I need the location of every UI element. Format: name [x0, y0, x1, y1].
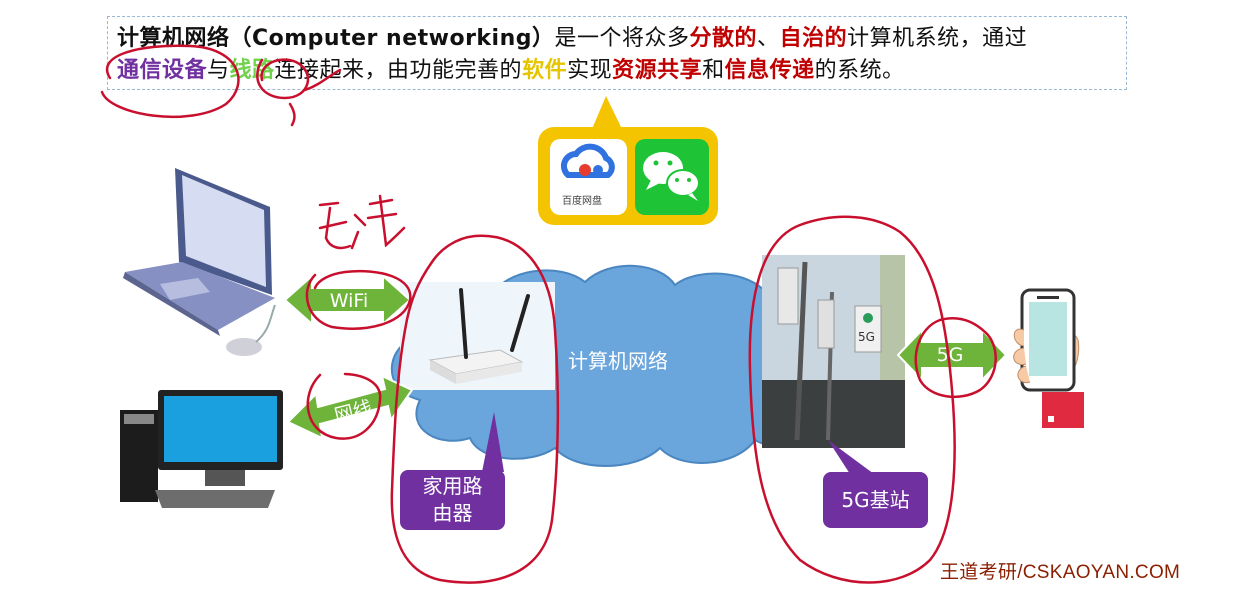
keyword-distributed: 分散的 [689, 26, 758, 51]
desktop-computer-icon [120, 390, 283, 508]
router-callout-pointer [482, 412, 504, 472]
basestation-label: 5G基站 [841, 487, 910, 512]
router-image [400, 282, 555, 390]
fiveg-label: 5G [936, 344, 964, 366]
smartphone-icon [1013, 288, 1084, 428]
keyword-autonomous: 自治的 [779, 26, 848, 51]
laptop-icon [123, 168, 276, 356]
router-label-box: 家用路 由器 [400, 470, 505, 530]
network-cloud-label: 计算机网络 [568, 349, 668, 373]
text-segment: 实现 [567, 58, 613, 83]
text-segment: 与 [207, 58, 230, 83]
wifi-label: WiFi [329, 290, 369, 312]
keyword-resource-sharing: 资源共享 [612, 58, 703, 83]
keyword-communication-devices: 通信设备 [117, 58, 208, 83]
text-segment: 计算机系统，通过 [847, 26, 1028, 51]
tower-5g-badge: 5G [858, 330, 875, 344]
text-segment: 连接起来，由功能完善的 [274, 58, 523, 83]
keyword-software: 软件 [522, 58, 568, 83]
text-segment: 是一个将众多 [554, 26, 690, 51]
router-label-line-1: 家用路 [422, 474, 483, 498]
definition-line-2: 通信设备与线路连接起来，由功能完善的软件实现资源共享和信息传递的系统。 [117, 57, 905, 85]
handwritten-annotations [100, 44, 997, 584]
basestation-callout-pointer [828, 440, 874, 474]
cable-arrow [286, 374, 414, 440]
text-segment: 的系统。 [814, 58, 905, 83]
baidu-netdisk-label: 百度网盘 [562, 196, 602, 207]
text-segment: 、 [757, 26, 780, 51]
router-label-line-2: 由器 [432, 501, 473, 525]
base-station-image [762, 255, 905, 448]
footer-watermark: 王道考研/CSKAOYAN.COM [940, 562, 1181, 583]
wechat-icon [643, 152, 700, 201]
text-segment: 和 [702, 58, 725, 83]
definition-box [107, 16, 1127, 90]
basestation-label-box: 5G基站 [823, 472, 928, 528]
baidu-netdisk-icon [560, 143, 615, 178]
keyword-information-transfer: 信息传递 [724, 58, 815, 83]
